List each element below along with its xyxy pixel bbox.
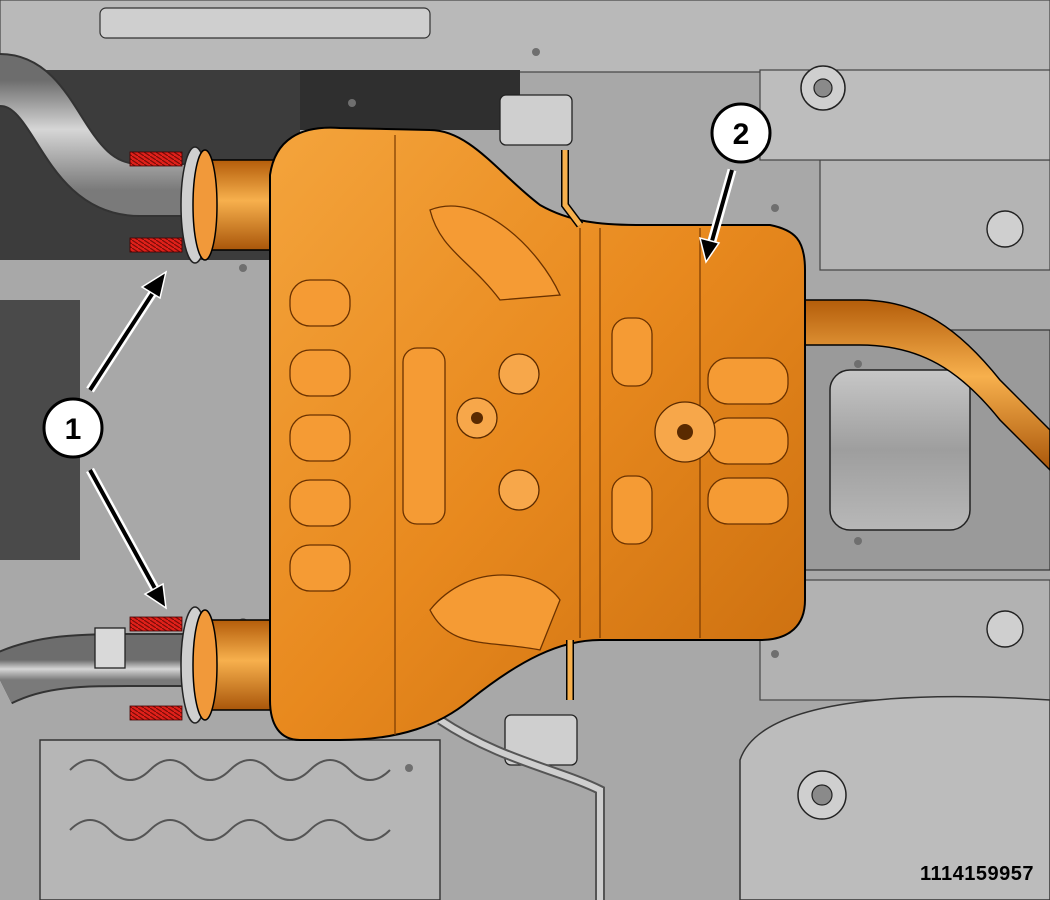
callout-1: 1 (42, 397, 104, 459)
callout-1-arrows (86, 270, 168, 610)
callout-circle-icon (710, 102, 772, 164)
inlet-pipes (0, 53, 210, 724)
callout-1-label: 1 (65, 413, 82, 446)
muffler (192, 126, 1050, 741)
callout-2-arrow (698, 168, 737, 264)
studs (129, 151, 183, 721)
callout-2-label: 2 (733, 118, 750, 151)
callout-2: 2 (710, 102, 772, 164)
callout-circle-icon (42, 397, 104, 459)
figure-id: 1114159957 (919, 863, 1034, 885)
